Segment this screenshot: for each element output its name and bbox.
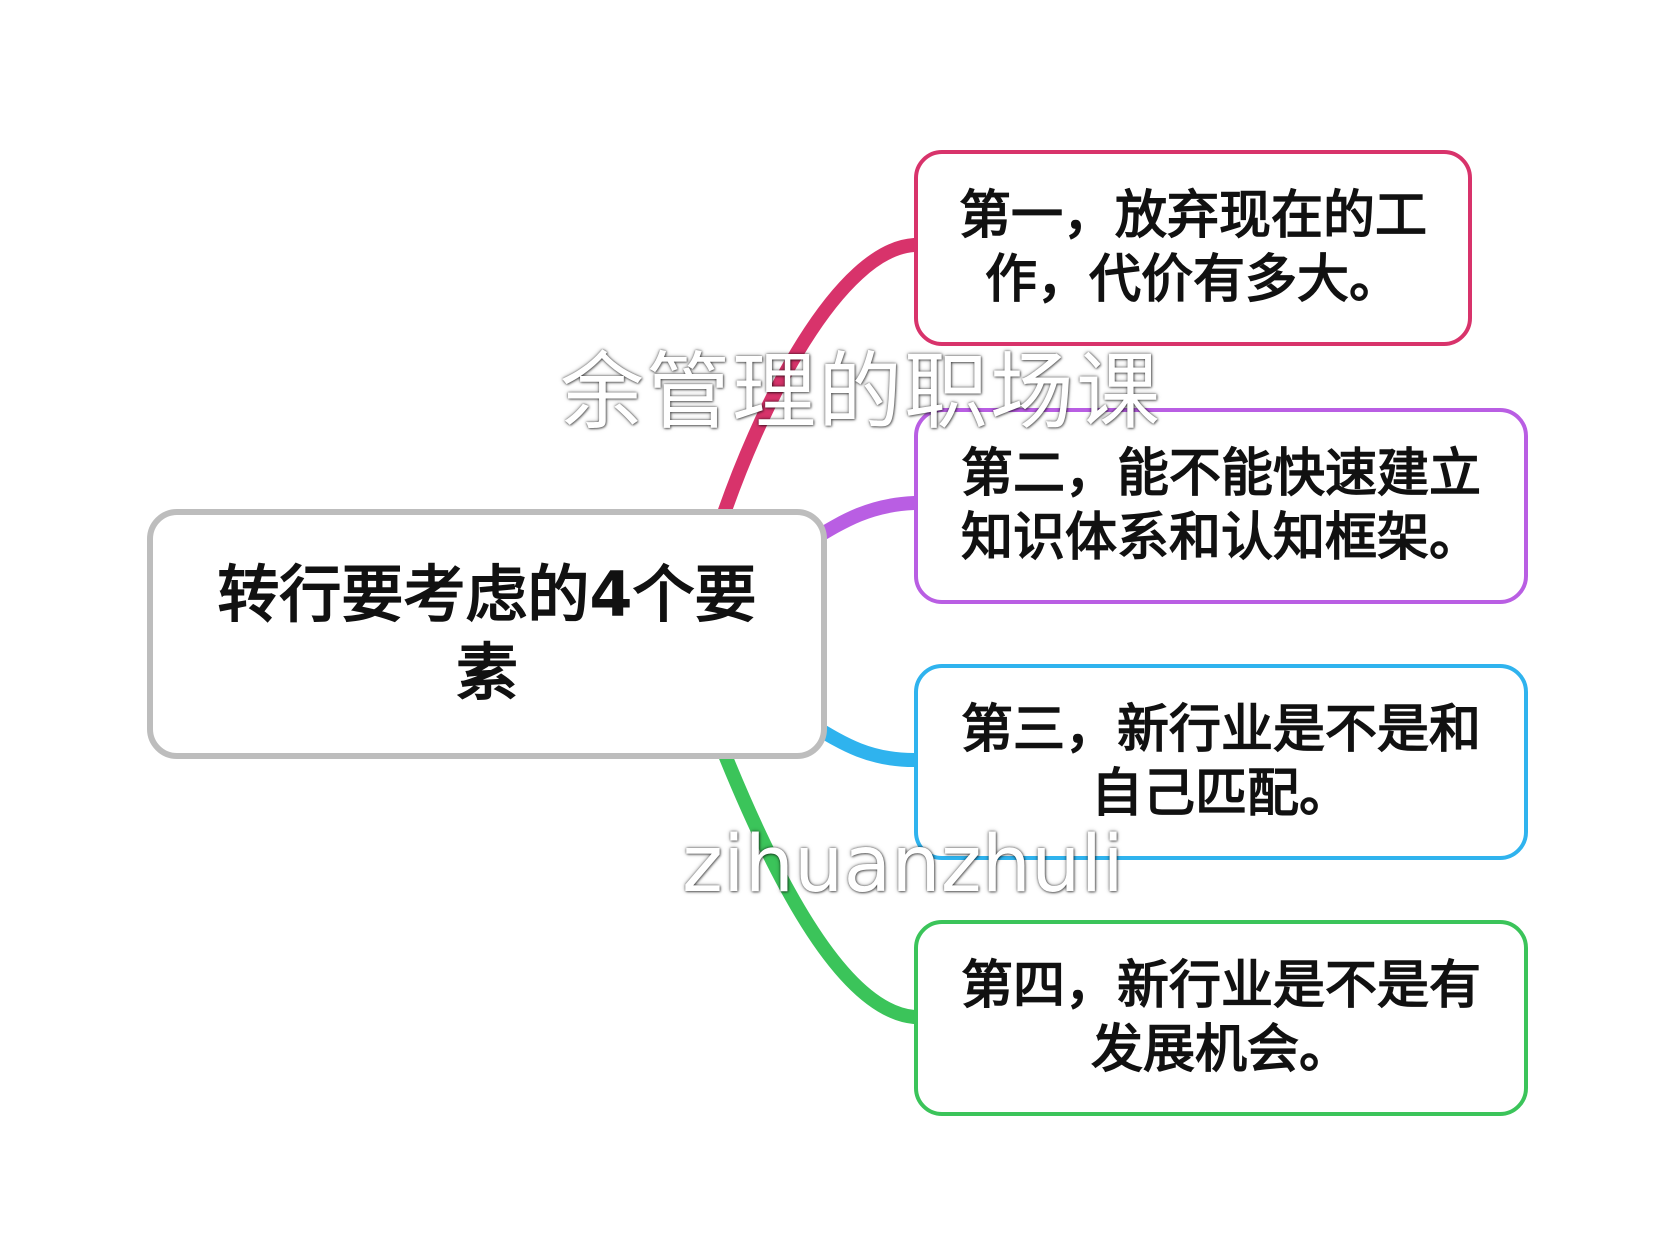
connector-line-1	[708, 238, 921, 547]
branch-text-1: 第一，放弃现在的工作，代价有多大。	[958, 186, 1427, 310]
branch-text-4: 第四，新行业是不是有发展机会。	[960, 956, 1481, 1080]
central-topic-node: 转行要考虑的4个要素	[147, 509, 827, 759]
branch-text-2: 第二，能不能快速建立知识体系和认知框架。	[960, 444, 1481, 568]
branch-text-3: 第三，新行业是不是和自己匹配。	[960, 700, 1481, 824]
connector-line-4	[708, 723, 921, 1024]
central-topic-text: 转行要考虑的4个要素	[217, 558, 757, 709]
branch-node-4: 第四，新行业是不是有发展机会。	[914, 920, 1528, 1116]
branch-node-2: 第二，能不能快速建立知识体系和认知框架。	[914, 408, 1528, 604]
branch-node-3: 第三，新行业是不是和自己匹配。	[914, 664, 1528, 860]
connector-line-3	[805, 718, 921, 767]
branch-node-1: 第一，放弃现在的工作，代价有多大。	[914, 150, 1472, 346]
connector-line-2	[805, 496, 921, 547]
